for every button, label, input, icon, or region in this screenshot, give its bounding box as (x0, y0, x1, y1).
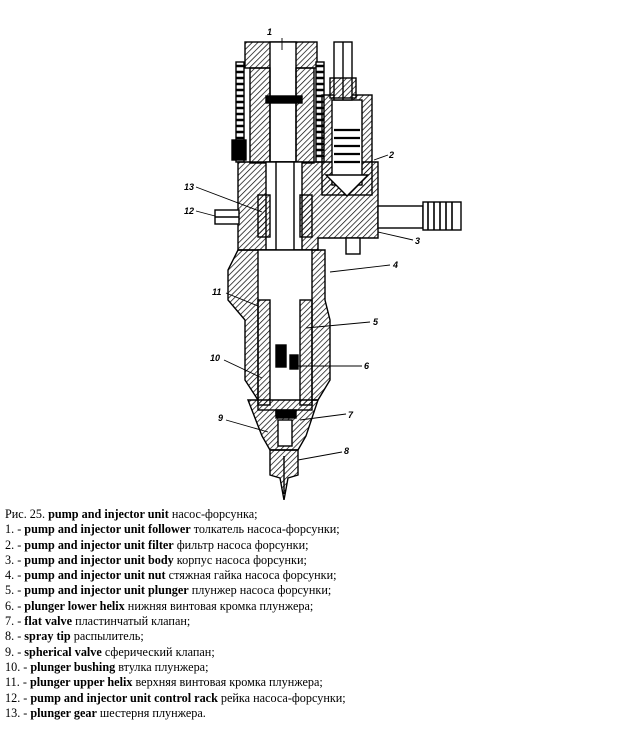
legend-item-4: 4. - pump and injector unit nut стяжная … (5, 568, 633, 583)
callout-12: 12 (184, 206, 194, 216)
item-term: pump and injector unit body (24, 552, 174, 567)
callout-5: 5 (373, 317, 379, 327)
item-number: 3. - (5, 552, 25, 567)
caption-title: Рис. 25. pump and injector unit насос-фо… (5, 507, 633, 522)
legend-item-5: 5. - pump and injector unit plunger плун… (5, 583, 633, 598)
item-term: pump and injector unit filter (24, 537, 174, 552)
item-number: 1. - (5, 522, 25, 537)
item-translation: пластинчатый клапан; (72, 614, 191, 629)
legend-item-9: 9. - spherical valve сферический клапан; (5, 645, 633, 660)
item-number: 6. - (5, 598, 25, 613)
callout-9: 9 (218, 413, 223, 423)
callout-7: 7 (348, 410, 354, 420)
item-number: 13. - (5, 705, 31, 720)
item-term: plunger upper helix (29, 675, 133, 690)
item-translation: шестерня плунжера. (96, 705, 206, 720)
item-number: 9. - (5, 644, 25, 659)
item-number: 11. - (5, 675, 30, 690)
item-translation: рейка насоса-форсунки; (217, 690, 346, 705)
legend-item-8: 8. - spray tip распылитель; (5, 629, 633, 644)
item-translation: фильтр насоса форсунки; (173, 537, 309, 552)
item-translation: сферический клапан; (101, 644, 215, 659)
item-term: pump and injector unit follower (24, 522, 191, 537)
caption-prefix: Рис. 25. (5, 507, 49, 521)
plunger-bushing (257, 299, 271, 406)
item-term: flat valve (24, 614, 73, 629)
item-translation: нижняя винтовая кромка плунжера; (124, 598, 314, 613)
item-term: plunger bushing (30, 659, 116, 674)
plunger-gear (257, 194, 271, 238)
item-number: 5. - (5, 583, 25, 598)
item-number: 4. - (5, 568, 25, 583)
item-term: pump and injector unit control rack (30, 690, 218, 705)
callout-1: 1 (267, 27, 272, 37)
legend-item-6: 6. - plunger lower helix нижняя винтовая… (5, 599, 633, 614)
item-number: 12. - (5, 690, 31, 705)
item-number: 7. - (5, 614, 25, 629)
item-number: 10. - (5, 659, 31, 674)
callout-4: 4 (392, 260, 398, 270)
item-translation: стяжная гайка насоса форсунки; (165, 568, 337, 583)
callout-2: 2 (388, 150, 394, 160)
item-translation: толкатель насоса-форсунки; (190, 522, 340, 537)
injector-drawing: 1 2 3 4 5 6 7 8 9 10 11 12 13 (184, 27, 462, 500)
item-translation: верхняя винтовая кромка плунжера; (132, 675, 323, 690)
legend-item-10: 10. - plunger bushing втулка плунжера; (5, 660, 633, 675)
callout-13: 13 (184, 182, 194, 192)
legend-item-3: 3. - pump and injector unit body корпус … (5, 553, 633, 568)
legend-item-13: 13. - plunger gear шестерня плунжера. (5, 706, 633, 721)
item-number: 8. - (5, 629, 25, 644)
legend-item-11: 11. - plunger upper helix верхняя винтов… (5, 675, 633, 690)
callout-8: 8 (344, 446, 349, 456)
caption-term: pump and injector unit (48, 507, 169, 521)
item-number: 2. - (5, 537, 25, 552)
callout-10: 10 (210, 353, 220, 363)
callout-3: 3 (415, 236, 420, 246)
item-translation: корпус насоса форсунки; (173, 552, 307, 567)
item-translation: втулка плунжера; (115, 659, 209, 674)
caption-translation: насос-форсунка; (168, 507, 258, 521)
legend-item-12: 12. - pump and injector unit control rac… (5, 691, 633, 706)
item-term: pump and injector unit plunger (24, 583, 189, 598)
item-term: spray tip (24, 629, 71, 644)
item-term: plunger lower helix (24, 598, 125, 613)
legend-item-7: 7. - flat valve пластинчатый клапан; (5, 614, 633, 629)
figure-caption: Рис. 25. pump and injector unit насос-фо… (5, 507, 633, 721)
item-translation: распылитель; (70, 629, 144, 644)
legend-item-2: 2. - pump and injector unit filter фильт… (5, 538, 633, 553)
item-term: spherical valve (24, 644, 102, 659)
callout-11: 11 (212, 287, 221, 297)
item-term: plunger gear (30, 705, 97, 720)
control-rack-right (377, 205, 424, 229)
legend-item-1: 1. - pump and injector unit follower тол… (5, 522, 633, 537)
item-translation: плунжер насоса форсунки; (188, 583, 332, 598)
callout-6: 6 (364, 361, 370, 371)
item-term: pump and injector unit nut (24, 568, 166, 583)
